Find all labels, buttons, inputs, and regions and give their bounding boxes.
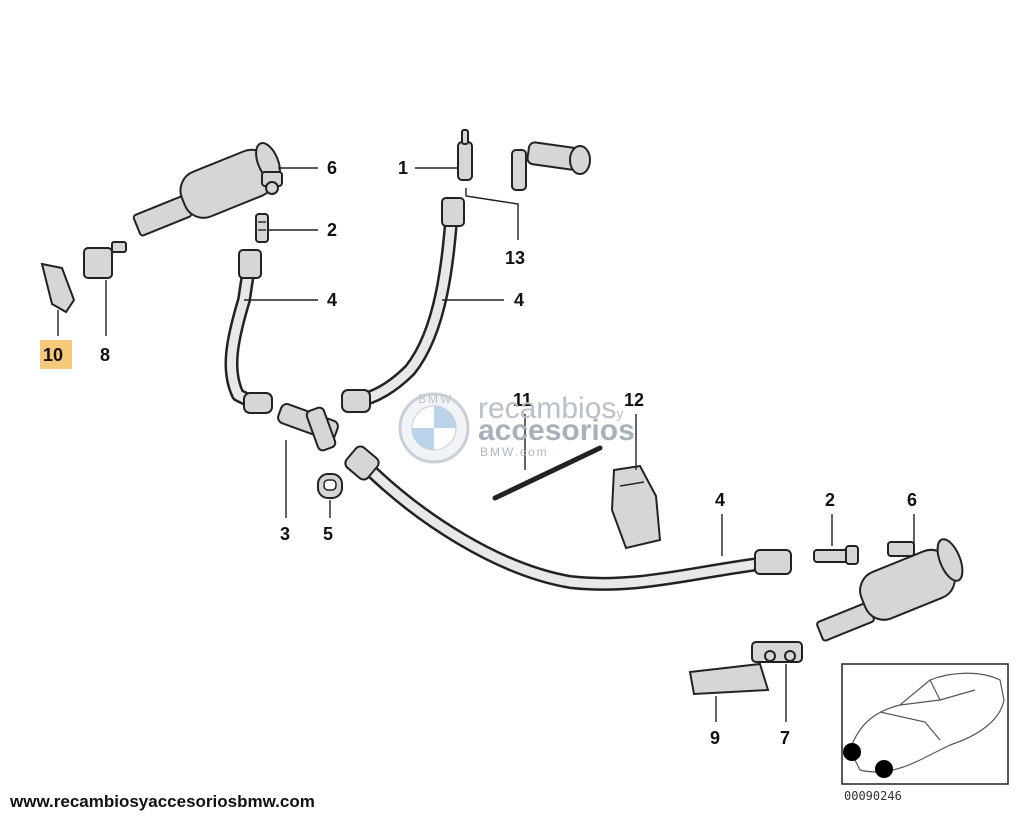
hose-sleeve-lower-left: [344, 445, 380, 481]
callout-6-lower: 6: [907, 490, 917, 510]
headlamp-marker-left: [843, 743, 861, 761]
footer-url[interactable]: www.recambiosyaccesoriosbmw.com: [10, 792, 315, 811]
hose-sleeve-left-top: [238, 249, 262, 279]
callout-1: 1: [398, 158, 408, 178]
leader-13-bracket: [465, 188, 519, 240]
callout-10: 10: [43, 345, 63, 365]
svg-text:recambiosy: recambiosy: [478, 392, 623, 425]
headlamp-marker-right: [875, 760, 893, 778]
watermark-logo: BMW: [398, 392, 470, 464]
callout-5: 5: [323, 524, 333, 544]
callout-4-lower: 4: [715, 490, 725, 510]
callout-8: 8: [100, 345, 110, 365]
check-valve-lower: [813, 545, 859, 565]
holder-12: [610, 464, 662, 550]
callout-12: 12: [624, 390, 644, 410]
hose-clamp-5: [317, 473, 343, 499]
nozzle-cover-10: [40, 262, 76, 314]
watermark-line1-y: y: [616, 405, 623, 421]
watermark-line2: accesorios: [478, 414, 635, 447]
watermark-line1: recambios: [478, 392, 616, 425]
callout-6-upper: 6: [327, 158, 337, 178]
washer-pump-lower: [816, 538, 964, 642]
hose-left: [224, 253, 265, 412]
hose-sleeve-middle-bottom: [341, 389, 371, 413]
check-valve-upper: [255, 213, 269, 243]
callout-13: 13: [505, 248, 525, 268]
nozzle-cover-9: [688, 662, 770, 696]
callout-2-upper: 2: [327, 220, 337, 240]
bracket-clip-7: [751, 641, 803, 663]
nozzle-13: [511, 141, 591, 191]
leader-lines: [57, 167, 915, 722]
highlight-box-10: [40, 340, 72, 369]
bracket-clip-8: [83, 241, 127, 279]
t-connector-3: [277, 403, 339, 452]
callout-3: 3: [280, 524, 290, 544]
connector-1: [457, 129, 473, 181]
callout-2-lower: 2: [825, 490, 835, 510]
watermark-text: recambiosy accesorios BMW.com: [478, 392, 635, 459]
hose-sleeve-left-bottom: [243, 392, 273, 414]
hose-sleeve-lower-right: [754, 549, 792, 575]
callout-4-left: 4: [327, 290, 337, 310]
hose-sleeve-middle-top: [441, 197, 465, 227]
car-icon: [849, 672, 1005, 773]
washer-pump-upper: [132, 142, 283, 237]
hose-middle: [345, 203, 459, 409]
callout-11: 11: [513, 390, 532, 410]
hose-lower: [355, 455, 782, 591]
cable-tie-11: [492, 445, 603, 501]
watermark-line3: BMW.com: [480, 445, 549, 459]
inset-code: 00090246: [844, 789, 902, 803]
logo-letters: BMW: [418, 392, 453, 406]
callout-4-middle: 4: [514, 290, 524, 310]
callout-7: 7: [780, 728, 790, 748]
callout-9: 9: [710, 728, 720, 748]
car-inset: [841, 663, 1009, 785]
